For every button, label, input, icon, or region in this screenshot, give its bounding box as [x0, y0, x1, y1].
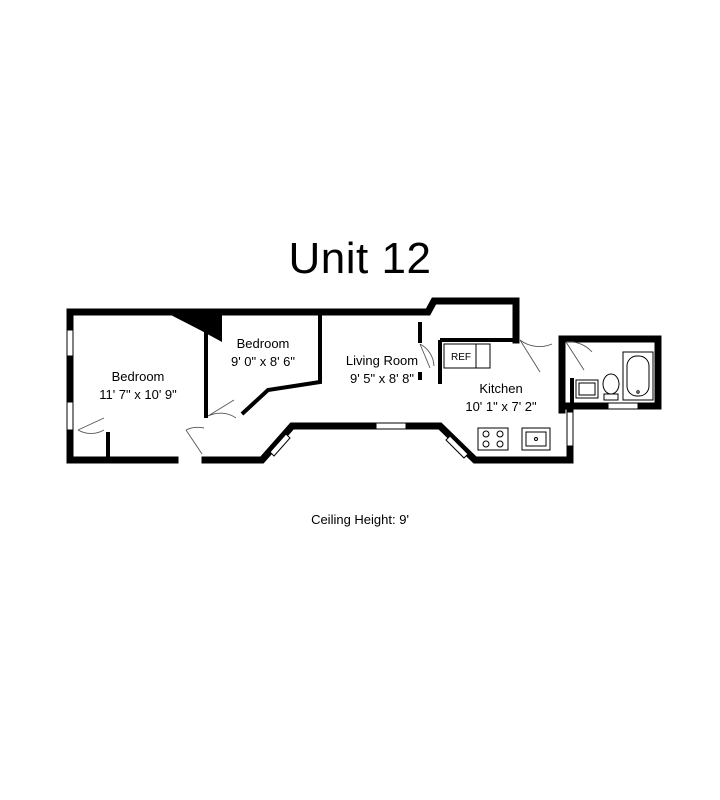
room-dimensions-bedroom-2: 9' 0" x 8' 6" [231, 354, 295, 369]
window [566, 411, 574, 447]
interior-walls [106, 312, 574, 458]
room-name-bedroom-2: Bedroom [237, 336, 290, 351]
door-swing [77, 417, 105, 434]
door-swing [207, 399, 237, 419]
room-name-living-room: Living Room [346, 353, 418, 368]
ceiling-height-note: Ceiling Height: 9' [311, 512, 409, 527]
window [607, 402, 639, 410]
room-name-bedroom-1: Bedroom [112, 369, 165, 384]
room-dimensions-bedroom-1: 11' 7" x 10' 9" [99, 387, 177, 402]
refrigerator [443, 343, 491, 369]
kitchen-fixtures: REF [443, 343, 551, 451]
toilet [602, 373, 620, 395]
plan-title: Unit 12 [288, 234, 432, 283]
bathroom-fixtures [575, 351, 654, 401]
door-swing [519, 339, 553, 373]
bathtub [622, 351, 654, 401]
room-labels: Bedroom 11' 7" x 10' 9" Bedroom 9' 0" x … [99, 336, 537, 414]
door-swing [565, 341, 593, 371]
window [66, 329, 74, 357]
doors [77, 339, 593, 455]
bathroom-sink [575, 379, 599, 399]
door-swing [185, 426, 205, 455]
window [445, 435, 469, 459]
room-dimensions-living-room: 9' 5" x 8' 8" [350, 371, 414, 386]
windows [66, 329, 639, 459]
wall-chase [165, 312, 222, 342]
window [66, 401, 74, 431]
refrigerator-label: REF [451, 352, 471, 363]
kitchen-sink [521, 427, 551, 451]
room-name-kitchen: Kitchen [479, 381, 522, 396]
door-swing [419, 343, 435, 369]
window [375, 422, 407, 430]
window [269, 433, 291, 457]
room-dimensions-kitchen: 10' 1" x 7' 2" [465, 399, 537, 414]
stove [477, 427, 509, 451]
